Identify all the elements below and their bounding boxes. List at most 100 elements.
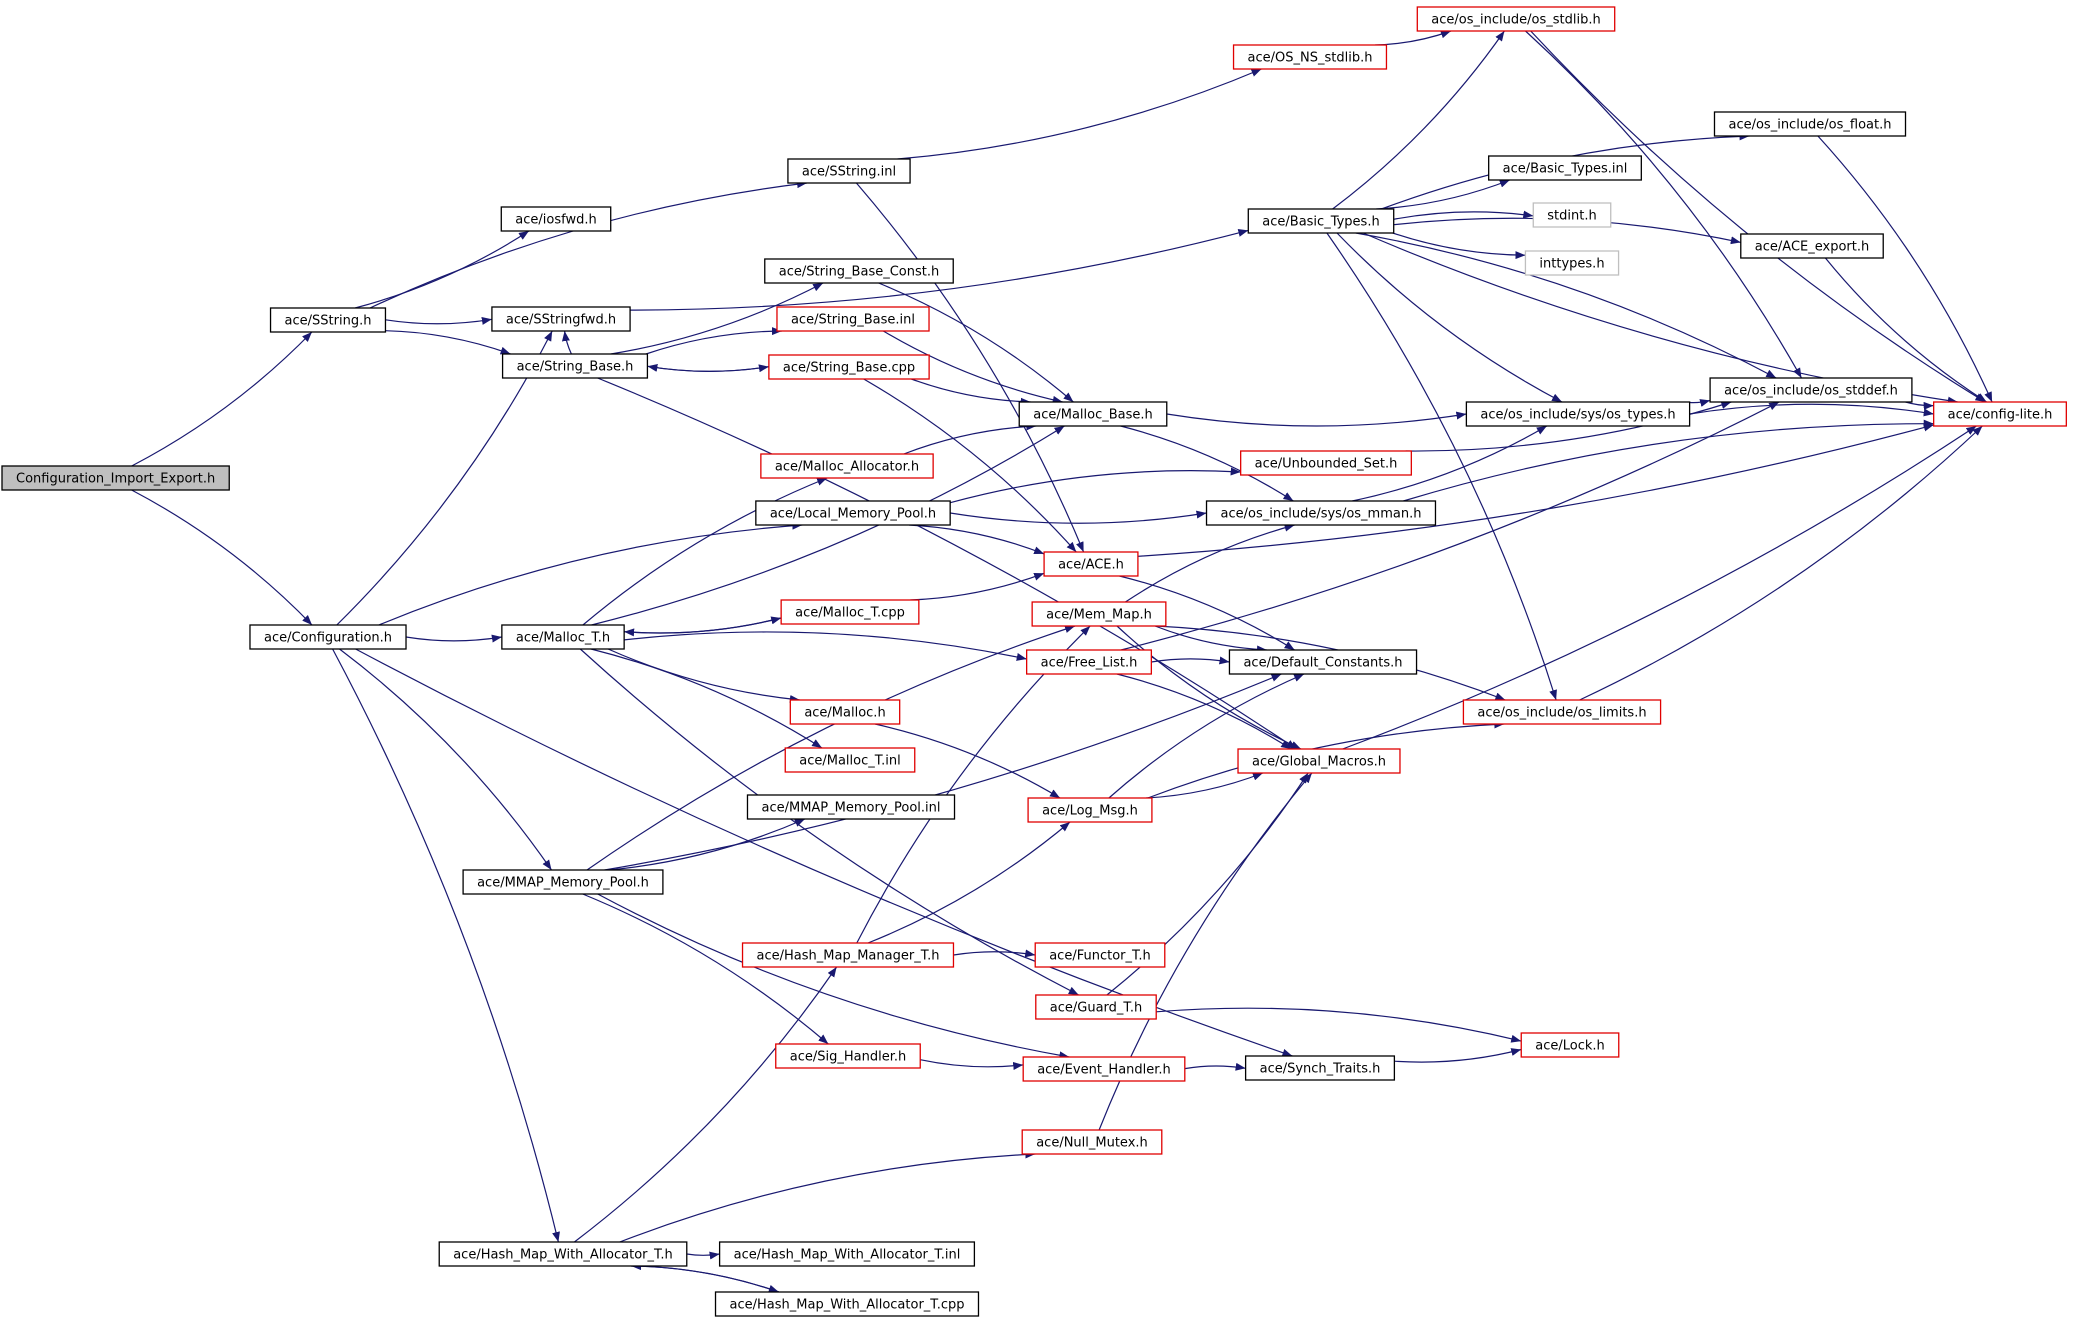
node-label: ace/Log_Msg.h: [1042, 804, 1138, 819]
dependency-edge: [1326, 232, 1557, 701]
graph-node[interactable]: ace/Configuration.h: [249, 624, 407, 650]
graph-node[interactable]: stdint.h: [1532, 202, 1612, 228]
node-label: Configuration_Import_Export.h: [16, 472, 215, 487]
graph-node[interactable]: ace/Unbounded_Set.h: [1240, 450, 1412, 476]
node-label: ace/SString.h: [285, 314, 372, 329]
graph-node[interactable]: ace/os_include/os_limits.h: [1462, 699, 1662, 725]
graph-node[interactable]: ace/os_include/sys/os_mman.h: [1205, 500, 1437, 526]
graph-node[interactable]: ace/ACE.h: [1043, 551, 1139, 577]
node-box: [501, 353, 649, 379]
dependency-edge: [911, 378, 1031, 406]
graph-node[interactable]: ace/Hash_Map_Manager_T.h: [741, 942, 955, 968]
graph-node[interactable]: ace/os_include/sys/os_types.h: [1465, 401, 1691, 427]
dependency-edge: [354, 230, 530, 309]
graph-node[interactable]: ace/Malloc_T.inl: [784, 747, 916, 773]
dependency-edge: [610, 282, 824, 355]
node-box: [789, 699, 901, 725]
node-label: ace/Basic_Types.h: [1262, 215, 1379, 230]
dependency-edge: [1120, 425, 1294, 502]
graph-node[interactable]: ace/Malloc_Allocator.h: [760, 453, 934, 479]
dependency-edge: [1184, 1062, 1246, 1071]
graph-node[interactable]: ace/Default_Constants.h: [1228, 649, 1418, 675]
node-label: ace/OS_NS_stdlib.h: [1248, 51, 1373, 66]
graph-node[interactable]: ace/os_include/os_stddef.h: [1709, 377, 1913, 403]
node-box: [718, 1241, 976, 1267]
node-box: [746, 794, 956, 820]
graph-node[interactable]: ace/Mem_Map.h: [1031, 601, 1167, 627]
node-box: [501, 624, 625, 650]
graph-node[interactable]: ace/Free_List.h: [1026, 649, 1152, 675]
graph-node[interactable]: inttypes.h: [1524, 250, 1620, 276]
graph-node[interactable]: ace/Malloc_T.h: [501, 624, 625, 650]
node-label: ace/String_Base.h: [517, 360, 634, 375]
graph-node[interactable]: ace/os_include/os_stdlib.h: [1416, 6, 1616, 32]
node-label: ace/Hash_Map_With_Allocator_T.cpp: [730, 1298, 965, 1313]
graph-node[interactable]: ace/String_Base.cpp: [768, 354, 930, 380]
graph-node[interactable]: ace/config-lite.h: [1933, 401, 2067, 427]
node-box: [1740, 233, 1884, 259]
graph-node[interactable]: ace/Hash_Map_With_Allocator_T.cpp: [714, 1291, 980, 1317]
dependency-edge: [1147, 720, 1505, 799]
graph-node[interactable]: ace/OS_NS_stdlib.h: [1232, 44, 1388, 70]
dependency-edge: [1154, 625, 1268, 654]
graph-node[interactable]: ace/Basic_Types.inl: [1488, 155, 1642, 181]
graph-node[interactable]: ace/String_Base.h: [501, 353, 649, 379]
dependency-edge: [1155, 625, 1506, 701]
graph-node[interactable]: ace/SString.h: [269, 307, 387, 333]
dependency-edge: [332, 648, 560, 1243]
graph-node[interactable]: ace/String_Base_Const.h: [764, 258, 954, 284]
node-label: ace/os_include/os_float.h: [1728, 118, 1891, 133]
node-box: [1713, 111, 1907, 137]
dependency-edge: [609, 818, 806, 871]
node-label: ace/MMAP_Memory_Pool.h: [477, 876, 649, 891]
node-box: [1933, 401, 2067, 427]
graph-node[interactable]: ace/MMAP_Memory_Pool.h: [462, 869, 664, 895]
graph-node[interactable]: ace/SStringfwd.h: [491, 306, 631, 332]
dependency-edge: [953, 949, 1036, 958]
graph-node[interactable]: ace/Global_Macros.h: [1237, 748, 1401, 774]
dependency-edge: [405, 634, 502, 643]
graph-node[interactable]: ace/Hash_Map_With_Allocator_T.inl: [718, 1241, 976, 1267]
graph-node[interactable]: ace/Local_Memory_Pool.h: [755, 500, 951, 526]
graph-node[interactable]: ace/iosfwd.h: [500, 206, 612, 232]
node-label: ace/Configuration.h: [264, 631, 392, 646]
graph-node[interactable]: ace/Functor_T.h: [1034, 942, 1166, 968]
node-label: ace/String_Base.inl: [791, 313, 915, 328]
graph-node[interactable]: ace/Event_Handler.h: [1022, 1056, 1186, 1082]
graph-node[interactable]: ace/Guard_T.h: [1035, 994, 1157, 1020]
dependency-edge: [1116, 673, 1292, 750]
node-label: ace/os_include/os_stdlib.h: [1431, 13, 1600, 28]
graph-node[interactable]: ace/os_include/os_float.h: [1713, 111, 1907, 137]
node-box: [764, 258, 954, 284]
graph-node[interactable]: ace/Log_Msg.h: [1027, 797, 1153, 823]
node-label: ace/Malloc_Allocator.h: [775, 460, 919, 475]
graph-node[interactable]: ace/MMAP_Memory_Pool.inl: [746, 794, 956, 820]
dependency-edge: [1355, 232, 1777, 379]
dependency-edge: [910, 572, 1045, 601]
node-box: [462, 869, 664, 895]
dependency-edge: [897, 68, 1262, 160]
node-box: [500, 206, 612, 232]
graph-node[interactable]: ace/ACE_export.h: [1740, 233, 1884, 259]
node-label: ace/iosfwd.h: [515, 213, 596, 228]
graph-node[interactable]: ace/Null_Mutex.h: [1021, 1129, 1163, 1155]
graph-node[interactable]: ace/String_Base.inl: [776, 306, 930, 332]
dependency-edge: [1394, 1048, 1522, 1063]
graph-node[interactable]: ace/Malloc_Base.h: [1018, 401, 1168, 427]
graph-node[interactable]: ace/Malloc.h: [789, 699, 901, 725]
graph-node[interactable]: ace/SString.inl: [787, 158, 911, 184]
dependency-edge: [1116, 625, 1302, 750]
node-label: ace/Functor_T.h: [1049, 949, 1151, 964]
graph-node[interactable]: ace/Hash_Map_With_Allocator_T.h: [438, 1241, 688, 1267]
node-box: [1027, 797, 1153, 823]
dependency-edge: [604, 673, 1282, 871]
graph-node[interactable]: ace/Synch_Traits.h: [1244, 1055, 1396, 1081]
dependency-edge: [1125, 523, 1295, 603]
graph-node[interactable]: ace/Sig_Handler.h: [775, 1043, 921, 1069]
graph-node[interactable]: Configuration_Import_Export.h: [1, 465, 230, 491]
graph-node[interactable]: ace/Basic_Types.h: [1247, 208, 1395, 234]
node-box: [1520, 1032, 1620, 1058]
graph-node[interactable]: ace/Malloc_T.cpp: [780, 599, 920, 625]
graph-node[interactable]: ace/Lock.h: [1520, 1032, 1620, 1058]
node-label: ace/Hash_Map_With_Allocator_T.inl: [734, 1248, 961, 1263]
